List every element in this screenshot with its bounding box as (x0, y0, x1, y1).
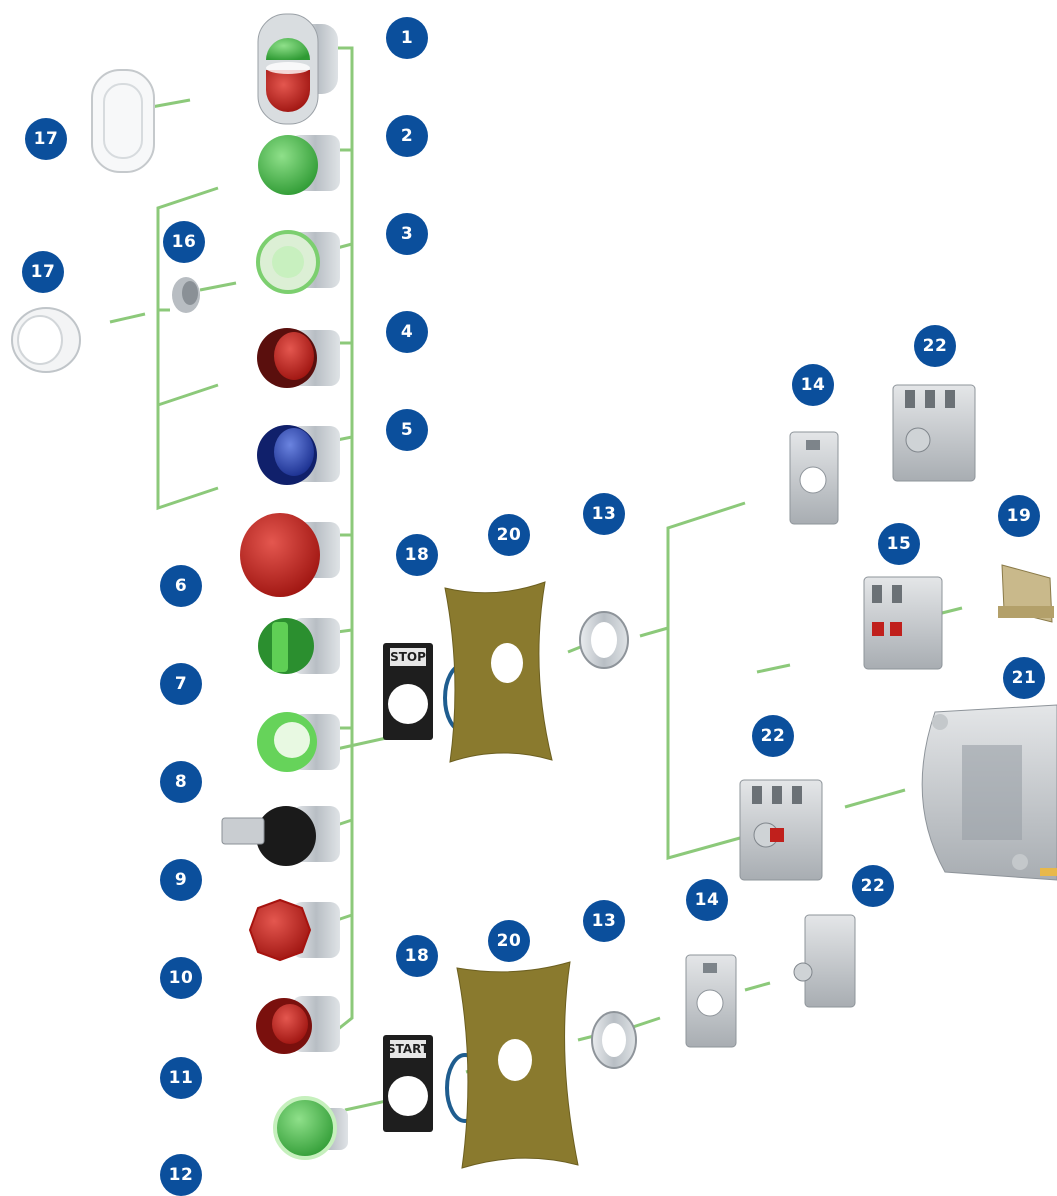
callout-10: 10 (160, 957, 202, 999)
callout-7: 7 (160, 663, 202, 705)
protective-cover-icon (91, 69, 155, 173)
callout-22-top: 22 (914, 325, 956, 367)
callout-5: 5 (386, 409, 428, 451)
callout-17-bottom: 17 (22, 251, 64, 293)
panel-plate-icon (444, 581, 553, 763)
callout-22-middle: 22 (752, 715, 794, 757)
lamp-icon (172, 277, 200, 313)
legend-plate-top: STOP (383, 643, 433, 740)
emergency-stop-icon (248, 898, 340, 962)
callout-8: 8 (160, 761, 202, 803)
extended-pushbutton-red-icon (256, 996, 340, 1054)
callout-12: 12 (160, 1154, 202, 1196)
callout-20-bottom: 20 (488, 920, 530, 962)
callout-15: 15 (878, 523, 920, 565)
enclosure-icon (921, 704, 1057, 881)
pilot-light-green-icon (256, 230, 340, 294)
illuminated-pushbutton-icon (257, 712, 340, 772)
callout-21: 21 (1003, 657, 1045, 699)
mounting-nut-icon (591, 1011, 637, 1069)
pilot-light-blue-icon (257, 425, 340, 485)
legend-plate-start-text: START (387, 1042, 430, 1056)
callout-11: 11 (160, 1057, 202, 1099)
callout-6: 6 (160, 565, 202, 607)
callout-17-top: 17 (25, 118, 67, 160)
callout-13-top: 13 (583, 493, 625, 535)
adapter-frame-icon (685, 954, 737, 1048)
flush-pushbutton-green-icon (258, 135, 340, 195)
pilot-light-red-icon (257, 328, 340, 388)
legend-plate-stop-text: STOP (390, 650, 426, 664)
callout-18-top: 18 (396, 534, 438, 576)
contact-block-icon (863, 576, 943, 670)
callout-9: 9 (160, 859, 202, 901)
panel-plate-icon (456, 961, 579, 1169)
callout-1: 1 (386, 17, 428, 59)
callout-22-bottom: 22 (852, 865, 894, 907)
mounting-nut-icon (579, 611, 629, 669)
callout-18-bottom: 18 (396, 935, 438, 977)
callout-20-top: 20 (488, 514, 530, 556)
callout-19: 19 (998, 495, 1040, 537)
key-switch-icon (221, 806, 340, 866)
pilot-light-compact-icon (273, 1096, 348, 1160)
protective-cover-icon (11, 307, 81, 373)
adapter-frame-icon (789, 431, 839, 525)
callout-14-top: 14 (792, 364, 834, 406)
callout-16: 16 (163, 221, 205, 263)
selector-switch-icon (258, 618, 340, 674)
callout-4: 4 (386, 311, 428, 353)
callout-2: 2 (386, 115, 428, 157)
callout-3: 3 (386, 213, 428, 255)
double-pushbutton-icon (257, 13, 338, 125)
callout-13-bottom: 13 (583, 900, 625, 942)
din-rail-clip-icon (998, 564, 1054, 623)
legend-plate-bottom: START (383, 1035, 433, 1132)
contact-module-icon (892, 384, 976, 482)
contact-module-icon (739, 779, 823, 881)
contact-module-icon (793, 914, 856, 1008)
connector-lines (109, 46, 963, 1112)
mushroom-pushbutton-icon (240, 513, 340, 597)
callout-14-bottom: 14 (686, 879, 728, 921)
